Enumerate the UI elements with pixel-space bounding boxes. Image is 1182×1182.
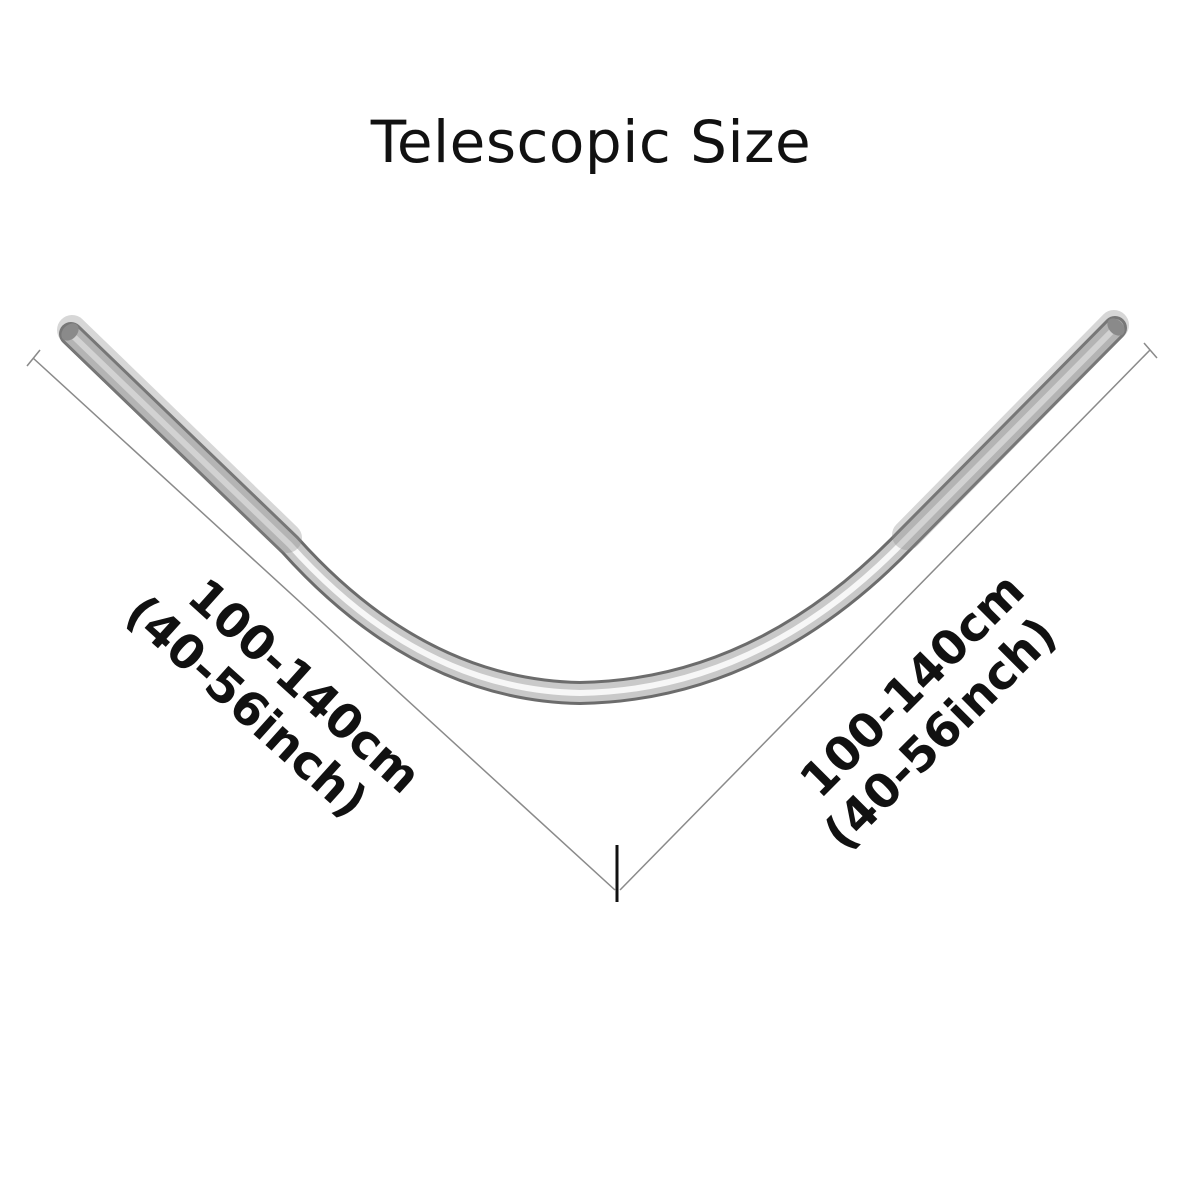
curved-rod — [57, 310, 1129, 706]
left-end-tick — [26, 349, 41, 367]
left-dimension-label: 100-140cm (40-56inch) — [115, 568, 431, 829]
dimension-lines — [26, 342, 1158, 891]
rod-highlight — [68, 325, 1118, 697]
right-dimension-line — [619, 349, 1151, 891]
left-telescopic-section — [57, 315, 302, 553]
left-rod-end — [61, 323, 79, 341]
left-dimension-line — [32, 357, 616, 891]
right-rod-end — [1107, 318, 1125, 336]
right-telescopic-section — [892, 310, 1129, 550]
diagram-title: Telescopic Size — [370, 108, 812, 176]
right-end-tick — [1143, 342, 1158, 359]
